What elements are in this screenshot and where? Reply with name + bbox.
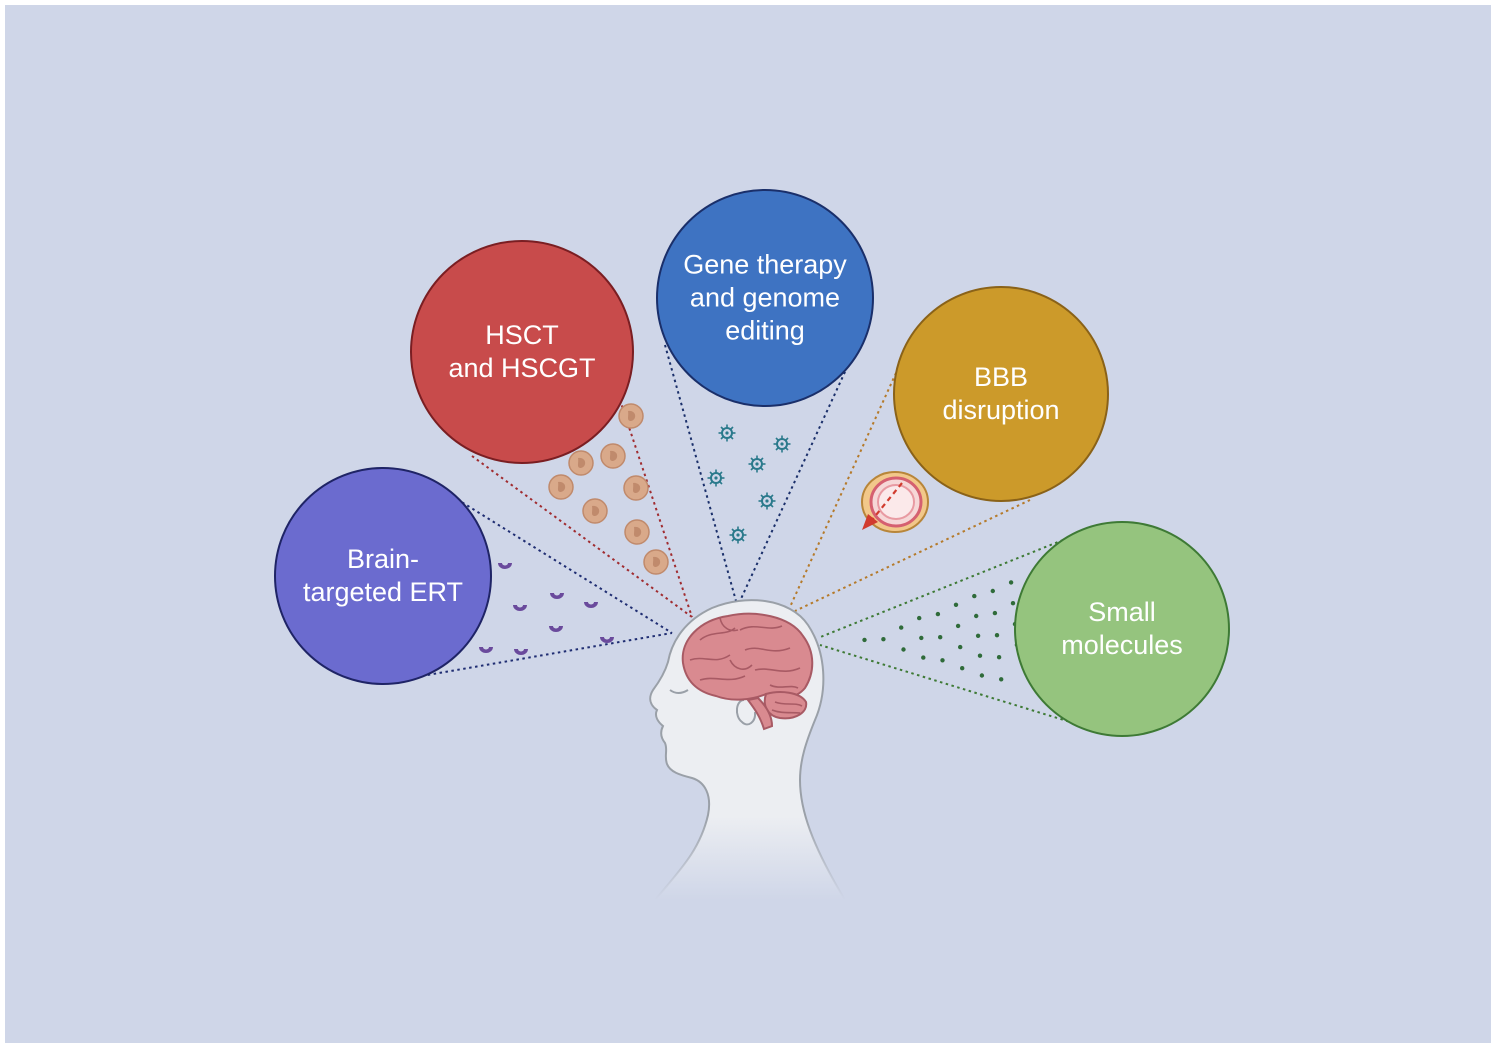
small-molecule-dot-icon <box>975 633 981 638</box>
stem-cell-icon <box>618 403 644 429</box>
small-molecule-dot-icon <box>992 610 998 616</box>
virus-vector-icon <box>717 423 737 443</box>
stem-cell-icon <box>623 475 649 501</box>
stem-cell-icon <box>624 519 650 545</box>
therapy-circle-gene <box>656 189 874 407</box>
small-molecule-dot-icon <box>1008 580 1014 585</box>
therapy-circle-small <box>1014 521 1230 737</box>
small-molecule-dot-icon <box>935 611 941 617</box>
small-molecule-dot-icon <box>994 633 1000 638</box>
enzyme-icon <box>514 649 528 655</box>
stem-cell-icon <box>643 549 669 575</box>
small-molecule-dot-icon <box>917 615 922 621</box>
particle-layer <box>479 403 1020 682</box>
enzyme-icon <box>498 563 512 569</box>
brain-icon <box>681 612 814 731</box>
stem-cell-icon <box>600 443 626 469</box>
cone-line-small-a <box>817 539 1064 639</box>
stem-cell-icon <box>582 498 608 524</box>
cone-line-bbb-a <box>789 372 897 608</box>
cone-line-ert-b <box>409 632 673 679</box>
small-molecule-dot-icon <box>953 602 959 607</box>
eye-icon <box>669 689 689 694</box>
stem-cell-icon <box>568 450 594 476</box>
small-molecule-dot-icon <box>1010 601 1016 606</box>
small-molecule-dot-icon <box>979 673 985 678</box>
small-molecule-dot-icon <box>940 658 945 663</box>
cone-lines <box>409 344 1081 726</box>
small-molecule-dot-icon <box>921 655 926 660</box>
brain-folds <box>689 617 803 714</box>
enzyme-icon <box>479 647 493 653</box>
small-molecule-dot-icon <box>958 644 963 650</box>
enzyme-icon <box>549 626 563 632</box>
disruption-arrow-head <box>862 514 878 530</box>
small-molecule-dot-icon <box>974 613 979 619</box>
small-molecule-dot-icon <box>960 666 965 671</box>
vessel-lumen <box>877 484 915 520</box>
therapy-circles <box>274 189 1230 737</box>
cone-line-gene-b <box>739 349 856 602</box>
virus-vector-icon <box>757 491 777 511</box>
virus-vector-icon <box>728 525 748 545</box>
ear-icon <box>736 699 757 726</box>
brain-stem <box>746 696 774 731</box>
cone-line-bbb-b <box>794 499 1031 612</box>
therapy-circle-bbb <box>893 286 1109 502</box>
virus-vector-icon <box>747 454 767 474</box>
enzyme-icon <box>513 605 527 611</box>
small-molecule-dot-icon <box>881 637 886 642</box>
blood-vessel-icon <box>861 471 929 533</box>
cone-line-ert-a <box>451 495 673 634</box>
cone-line-gene-a <box>664 344 737 602</box>
small-molecule-dot-icon <box>977 653 983 658</box>
small-molecule-dot-icon <box>919 635 924 641</box>
enzyme-icon <box>550 593 564 599</box>
small-molecule-dot-icon <box>972 593 977 599</box>
small-molecule-dot-icon <box>901 647 906 652</box>
disruption-arrow-shaft <box>871 482 903 521</box>
small-molecule-dot-icon <box>938 635 943 640</box>
small-molecule-dot-icon <box>899 625 904 630</box>
virus-vector-icon <box>772 434 792 454</box>
small-molecule-dot-icon <box>999 677 1004 682</box>
therapy-circle-hsct <box>410 240 634 464</box>
stem-cell-icon <box>548 474 574 500</box>
virus-vector-icon <box>706 468 726 488</box>
small-molecule-dot-icon <box>996 655 1002 660</box>
enzyme-icon <box>600 637 614 643</box>
small-molecule-dot-icon <box>990 588 995 594</box>
small-molecule-dot-icon <box>862 637 867 643</box>
small-molecule-dot-icon <box>955 623 961 629</box>
head-outline <box>649 599 846 901</box>
enzyme-icon <box>584 602 598 608</box>
therapy-circle-ert <box>274 467 492 685</box>
